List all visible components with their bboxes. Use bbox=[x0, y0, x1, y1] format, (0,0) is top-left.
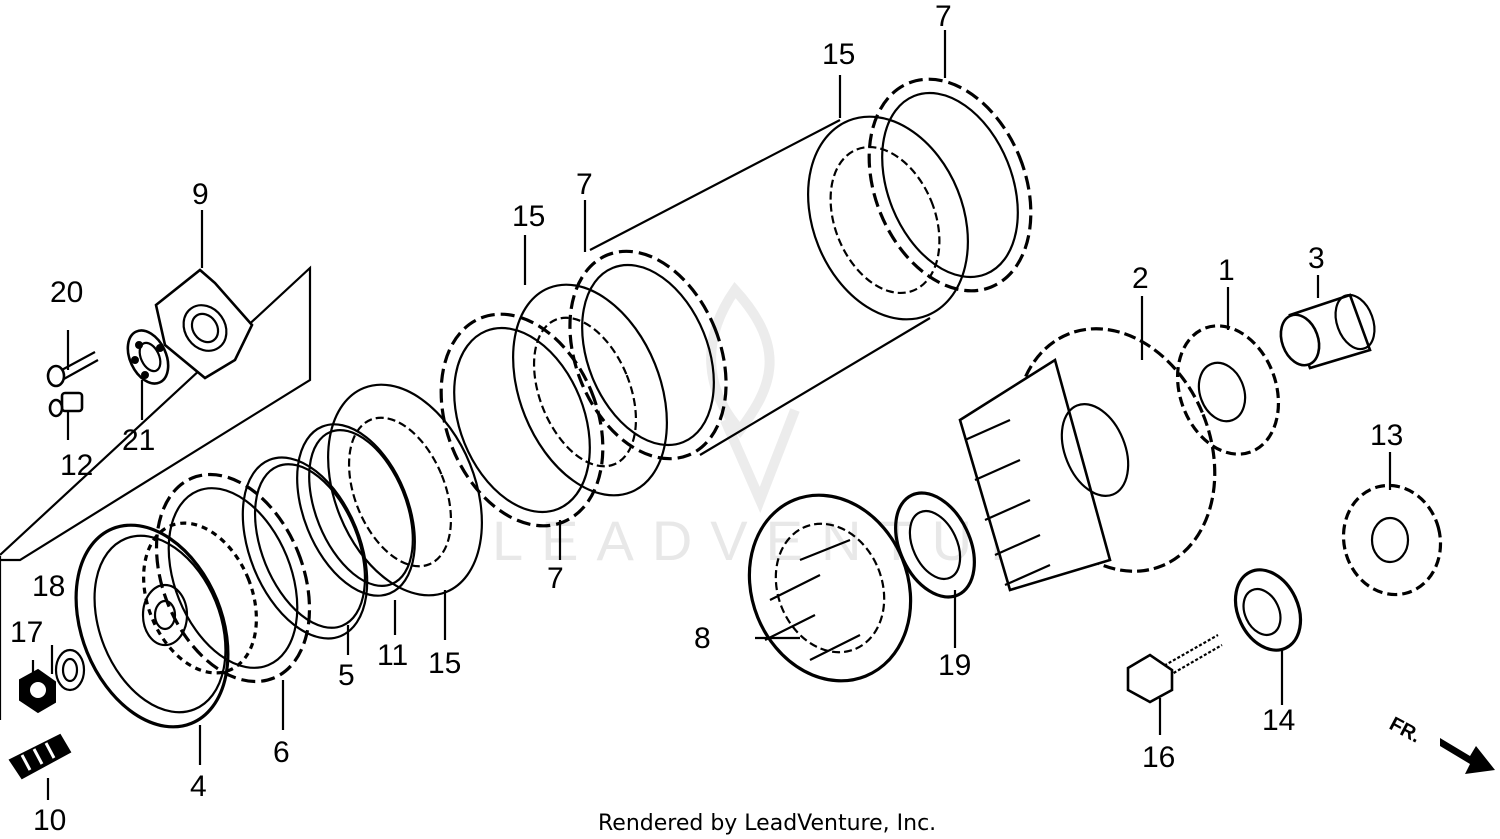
callout-1: 1 bbox=[1218, 254, 1235, 287]
part-6-friction-disc bbox=[154, 472, 312, 684]
part-15-clutch-plate-middle bbox=[512, 283, 668, 497]
part-21-bearing bbox=[126, 329, 170, 385]
part-18-washer bbox=[54, 648, 86, 692]
part-7-friction-disc-upper bbox=[568, 249, 728, 461]
callout-3: 3 bbox=[1308, 242, 1325, 275]
callout-14: 14 bbox=[1262, 704, 1295, 737]
callout-15-top: 15 bbox=[822, 38, 855, 71]
callout-17: 17 bbox=[10, 616, 43, 649]
part-9-flange bbox=[154, 268, 254, 380]
callout-21: 21 bbox=[122, 424, 155, 457]
part-3-collar bbox=[1279, 293, 1376, 370]
leader-lines bbox=[31, 30, 1392, 800]
part-2-clutch-center bbox=[958, 327, 1217, 592]
part-11-ring bbox=[296, 423, 416, 597]
callout-10: 10 bbox=[33, 804, 66, 837]
part-16-bolt bbox=[1126, 634, 1223, 704]
callout-15-lower: 15 bbox=[428, 647, 461, 680]
callout-15-upper: 15 bbox=[512, 200, 545, 233]
callout-labels: 1 2 3 4 5 6 7 7 7 8 9 10 11 12 13 14 15 … bbox=[10, 0, 1403, 837]
part-12-pin bbox=[48, 391, 84, 418]
callout-18: 18 bbox=[32, 570, 65, 603]
callout-7-top: 7 bbox=[935, 0, 952, 33]
part-8-pressure-plate bbox=[747, 493, 913, 683]
part-10-spring bbox=[8, 733, 72, 780]
callout-5: 5 bbox=[338, 659, 355, 692]
callout-11: 11 bbox=[377, 639, 408, 672]
callout-9: 9 bbox=[192, 178, 209, 211]
watermark-flame-icon bbox=[706, 282, 800, 514]
callout-8: 8 bbox=[694, 622, 711, 655]
part-7-friction-disc-top bbox=[867, 77, 1033, 293]
callout-4: 4 bbox=[190, 770, 207, 803]
part-17-nut bbox=[19, 668, 56, 714]
callout-6: 6 bbox=[273, 736, 290, 769]
part-1-gear bbox=[1175, 324, 1281, 456]
part-14-collar bbox=[1233, 568, 1303, 652]
callout-12: 12 bbox=[60, 449, 93, 482]
front-direction-marker: FR. bbox=[1386, 713, 1495, 774]
render-credit: Rendered by LeadVenture, Inc. bbox=[598, 811, 936, 836]
part-13-gear bbox=[1341, 483, 1443, 597]
front-direction-label: FR. bbox=[1386, 713, 1425, 748]
part-7-friction-disc-middle bbox=[439, 312, 605, 528]
callout-2: 2 bbox=[1132, 262, 1149, 295]
callout-13: 13 bbox=[1370, 419, 1403, 452]
part-15-clutch-plate-left bbox=[327, 383, 483, 597]
callout-20: 20 bbox=[50, 276, 83, 309]
part-20-bolt bbox=[46, 351, 99, 388]
part-5-spring-ring bbox=[241, 456, 369, 640]
callout-16: 16 bbox=[1142, 741, 1175, 774]
callout-7-lower: 7 bbox=[547, 562, 564, 595]
callout-7-upper: 7 bbox=[576, 168, 593, 201]
part-15-clutch-plate-top bbox=[807, 115, 969, 321]
part-4-clutch-outer bbox=[74, 521, 258, 729]
front-arrow-icon bbox=[1440, 738, 1495, 774]
plate-stack-guides bbox=[589, 119, 931, 456]
callout-19: 19 bbox=[938, 649, 971, 682]
part-19-washer bbox=[894, 491, 976, 599]
